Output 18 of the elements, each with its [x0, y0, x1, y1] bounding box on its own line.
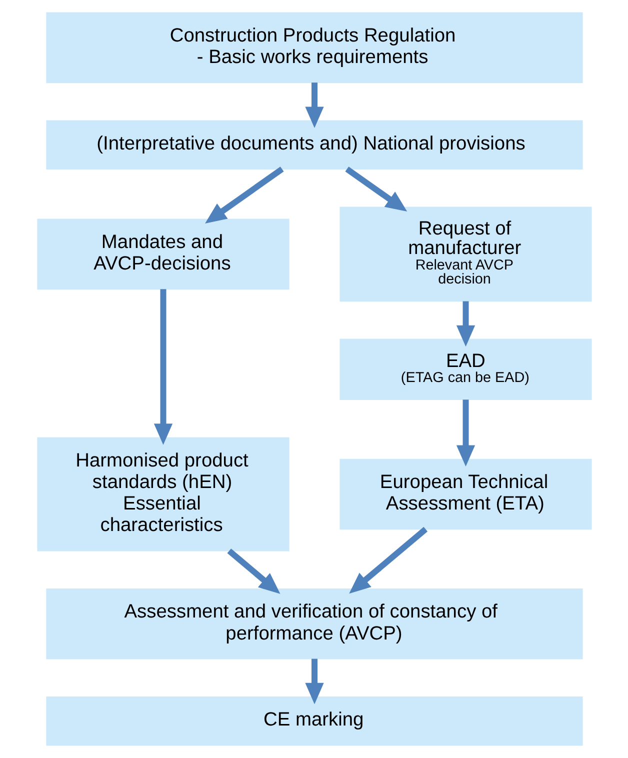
node-box: (Interpretative documents and) National provisions [46, 120, 582, 170]
arrow [226, 548, 280, 594]
arrow [456, 400, 475, 466]
node-box: Construction Products Regulation - Basic works requirements [46, 12, 582, 84]
node-box: Mandates and AVCP-decisions [36, 218, 289, 290]
arrow [348, 526, 428, 594]
arrow [304, 82, 324, 128]
node-box: European Technical Assessment (ETA) [339, 458, 592, 530]
arrow [304, 658, 324, 704]
node-box: Harmonised product standards (hEN) Essential characteristics [36, 437, 289, 552]
arrow [153, 289, 172, 445]
arrow [456, 301, 475, 347]
arrow [204, 166, 284, 224]
node-box: Assessment and verification of constancy of performance (AVCP) [46, 588, 582, 660]
node-box: Request of manufacturer Relevant AVCP decision [339, 206, 592, 302]
node-box: EAD (ETAG can be EAD) [339, 338, 592, 400]
arrow [344, 166, 407, 212]
node-box: CE marking [46, 696, 582, 746]
